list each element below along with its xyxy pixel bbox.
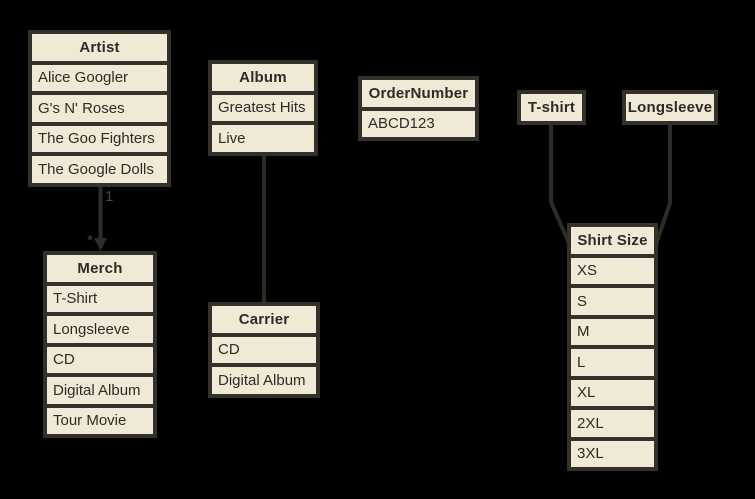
- entity-row: S: [571, 284, 654, 315]
- entity-row: CD: [47, 342, 153, 374]
- connector-longsleeve-shirtsize-line: [653, 123, 672, 248]
- entity-tshirt-title: T-shirt: [527, 98, 576, 116]
- entity-row: ABCD123: [362, 106, 475, 138]
- entity-row: G's N' Roses: [32, 91, 167, 122]
- entity-ordernumber: OrderNumber ABCD123: [358, 76, 479, 141]
- entity-ordernumber-rows: ABCD123: [362, 106, 475, 138]
- entity-row: Tour Movie: [47, 403, 153, 435]
- multiplicity-many-label: *: [87, 232, 93, 249]
- entity-artist-title: Artist: [79, 38, 120, 56]
- entity-row: XS: [571, 253, 654, 285]
- entity-row: Greatest Hits: [212, 90, 314, 122]
- entity-row: XL: [571, 375, 654, 407]
- entity-album-title: Album: [239, 68, 287, 86]
- entity-row: The Google Dolls: [32, 152, 167, 183]
- entity-row: M: [571, 314, 654, 346]
- entity-shirtsize-title: Shirt Size: [577, 231, 648, 249]
- entity-row: 2XL: [571, 406, 654, 437]
- entity-row: Live: [212, 121, 314, 152]
- entity-row: The Goo Fighters: [32, 121, 167, 153]
- connector-artist-merch-arrowhead-icon: [94, 238, 107, 251]
- entity-row: Digital Album: [212, 363, 316, 394]
- entity-row: Alice Googler: [32, 60, 167, 92]
- entity-ordernumber-title: OrderNumber: [368, 84, 469, 102]
- entity-row: 3XL: [571, 436, 654, 468]
- entity-longsleeve-title: Longsleeve: [627, 98, 713, 116]
- entity-row: Longsleeve: [47, 312, 153, 343]
- entity-row: Digital Album: [47, 373, 153, 404]
- entity-row: T-Shirt: [47, 281, 153, 313]
- entity-longsleeve: Longsleeve: [622, 90, 718, 125]
- multiplicity-one-label: 1: [105, 188, 113, 205]
- entity-merch-title: Merch: [77, 259, 123, 277]
- entity-row: CD: [212, 332, 316, 364]
- connector-tshirt-shirtsize-line: [549, 123, 573, 249]
- entity-tshirt: T-shirt: [517, 90, 586, 125]
- entity-carrier-title: Carrier: [238, 310, 290, 328]
- entity-row: L: [571, 345, 654, 376]
